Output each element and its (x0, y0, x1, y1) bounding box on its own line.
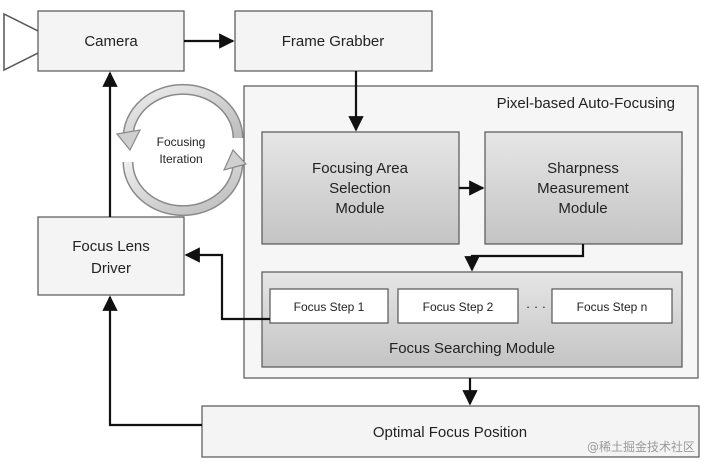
focusing-area-line-1: Focusing Area (312, 160, 409, 177)
sharpness-line-3: Module (558, 200, 607, 217)
focus-step-1: Focus Step 1 (269, 288, 389, 324)
connectors (102, 33, 585, 427)
focusing-area-line-3: Module (335, 200, 384, 217)
group-title: Pixel-based Auto-Focusing (497, 95, 675, 112)
focusing-area-selection-module: Focusing Area Selection Module (261, 131, 460, 245)
focus-step-n-label: Focus Step n (577, 300, 648, 314)
focus-step-2: Focus Step 2 (397, 288, 519, 324)
iteration-line-2: Iteration (159, 152, 202, 166)
iteration-line-1: Focusing (157, 135, 206, 149)
focus-step-ellipsis: · · · (526, 299, 546, 314)
optimal-focus-position-node: Optimal Focus Position (201, 405, 700, 458)
optimal-focus-position-label: Optimal Focus Position (373, 424, 527, 441)
camera-icon (3, 12, 41, 72)
camera-node: Camera (37, 10, 185, 72)
sharpness-line-1: Sharpness (547, 160, 619, 177)
focus-lens-driver-node: Focus Lens Driver (37, 216, 185, 296)
camera-label: Camera (84, 33, 138, 50)
focus-lens-driver-line-2: Driver (91, 260, 131, 277)
watermark-text: @稀土掘金技术社区 (586, 440, 695, 454)
focus-step-1-label: Focus Step 1 (294, 300, 365, 314)
frame-grabber-label: Frame Grabber (282, 33, 385, 50)
focus-searching-label: Focus Searching Module (389, 340, 555, 357)
arrow-search-to-driver (184, 247, 270, 321)
arrow-sharpness-to-search (464, 244, 585, 272)
focus-lens-driver-line-1: Focus Lens (72, 238, 150, 255)
arrow-optimal-to-driver (102, 295, 202, 427)
focus-step-2-label: Focus Step 2 (423, 300, 494, 314)
sharpness-line-2: Measurement (537, 180, 630, 197)
focusing-iteration-cycle-icon: Focusing Iteration (115, 83, 248, 217)
focusing-area-line-2: Selection (329, 180, 391, 197)
sharpness-measurement-module: Sharpness Measurement Module (484, 131, 683, 245)
frame-grabber-node: Frame Grabber (234, 10, 433, 72)
focus-step-n: Focus Step n (551, 288, 673, 324)
